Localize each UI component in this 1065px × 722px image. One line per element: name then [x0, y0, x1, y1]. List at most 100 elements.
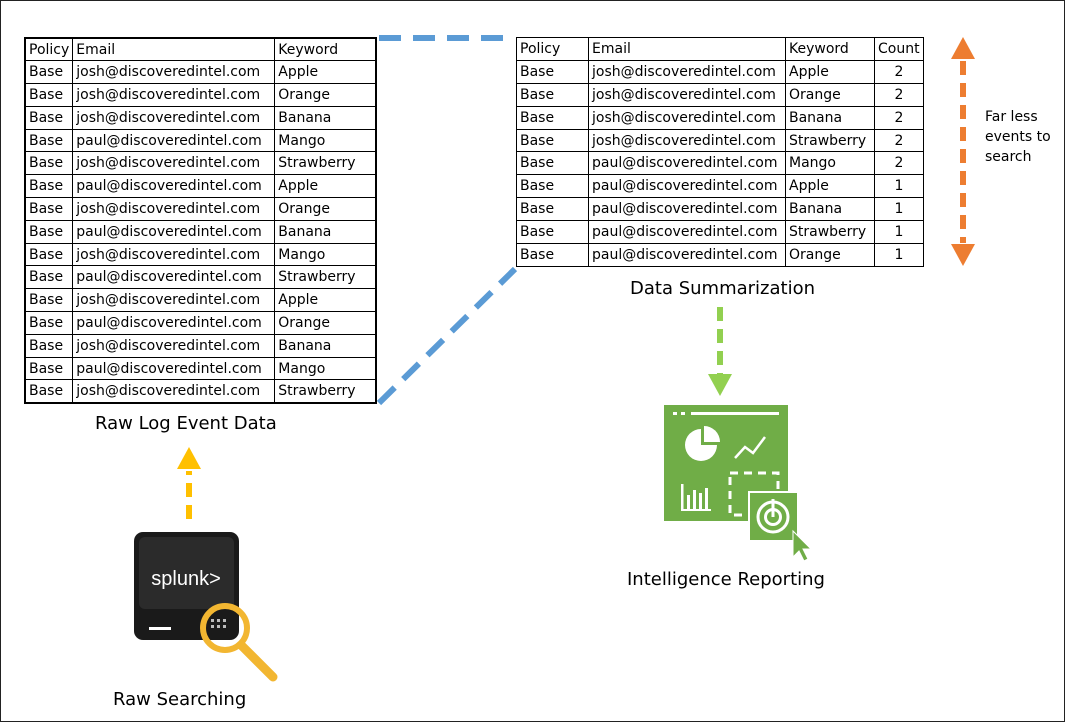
table-cell: Base: [516, 197, 589, 222]
table-cell: paul@discoveredintel.com: [72, 265, 276, 290]
table-cell: Base: [516, 105, 589, 130]
table-cell: Base: [516, 220, 589, 245]
table-cell: Apple: [785, 59, 875, 84]
table-cell: josh@discoveredintel.com: [72, 60, 276, 85]
table-cell: josh@discoveredintel.com: [72, 242, 276, 267]
table-cell: paul@discoveredintel.com: [588, 220, 786, 245]
table-cell: Banana: [274, 333, 377, 358]
table-cell: Banana: [274, 219, 377, 244]
table-cell: Base: [24, 265, 74, 290]
table-cell: josh@discoveredintel.com: [72, 83, 276, 107]
table-cell: 2: [874, 59, 924, 84]
table-cell: Strawberry: [785, 128, 875, 153]
table-cell: 1: [874, 174, 924, 199]
raw-table-header-row: Policy Email Keyword: [24, 37, 377, 62]
table-cell: paul@discoveredintel.com: [72, 219, 276, 244]
table-cell: josh@discoveredintel.com: [72, 379, 276, 404]
splunk-logo-text: splunk>: [151, 568, 221, 590]
table-cell: Base: [24, 242, 74, 267]
table-cell: josh@discoveredintel.com: [72, 288, 276, 313]
target-button-icon: [748, 491, 799, 542]
table-cell: Base: [516, 174, 589, 199]
table-cell: Base: [24, 60, 74, 85]
table-cell: 1: [874, 243, 924, 267]
table-cell: Banana: [274, 105, 377, 130]
table-cell: 1: [874, 197, 924, 222]
table-cell: paul@discoveredintel.com: [72, 128, 276, 153]
table-cell: Banana: [785, 105, 875, 130]
table-cell: Base: [516, 82, 589, 107]
summary-table-header-row: Policy Email Keyword Count: [516, 37, 924, 61]
table-cell: Apple: [274, 60, 377, 85]
table-cell: paul@discoveredintel.com: [72, 174, 276, 199]
cursor-icon: [792, 529, 813, 562]
table-cell: Apple: [274, 288, 377, 313]
table-cell: Mango: [274, 242, 377, 267]
table-cell: josh@discoveredintel.com: [72, 333, 276, 358]
table-cell: Banana: [785, 197, 875, 222]
table-cell: josh@discoveredintel.com: [72, 105, 276, 130]
summary-header-policy: Policy: [516, 37, 589, 61]
table-cell: Mango: [274, 128, 377, 153]
table-cell: Base: [24, 356, 74, 381]
table-cell: Base: [516, 151, 589, 176]
orange-arrow-head-bottom: [951, 244, 975, 266]
side-note-line: Far less: [985, 109, 1038, 125]
table-cell: Base: [24, 128, 74, 153]
table-cell: paul@discoveredintel.com: [72, 356, 276, 381]
table-cell: 1: [874, 220, 924, 245]
orange-arrow-head-top: [951, 37, 975, 59]
table-cell: Base: [516, 59, 589, 84]
summary-header-email: Email: [588, 37, 786, 61]
table-cell: paul@discoveredintel.com: [588, 197, 786, 222]
side-note: Far less events to search: [985, 107, 1051, 167]
table-cell: Apple: [274, 174, 377, 199]
table-cell: Orange: [785, 82, 875, 107]
table-cell: Mango: [274, 356, 377, 381]
table-cell: Strawberry: [785, 220, 875, 245]
table-cell: paul@discoveredintel.com: [72, 311, 276, 335]
connector-bottom: [376, 266, 518, 406]
table-cell: 2: [874, 128, 924, 153]
table-cell: paul@discoveredintel.com: [588, 151, 786, 176]
summary-header-count: Count: [874, 37, 924, 61]
table-cell: josh@discoveredintel.com: [588, 59, 786, 84]
table-cell: Base: [24, 197, 74, 221]
raw-header-email: Email: [72, 37, 276, 62]
side-note-line: events to: [985, 129, 1051, 145]
raw-table-caption: Raw Log Event Data: [95, 413, 277, 434]
raw-searching-caption: Raw Searching: [113, 689, 247, 710]
raw-search-arrow-head: [177, 447, 201, 469]
table-cell: Orange: [785, 243, 875, 267]
magnifier-icon: [200, 603, 278, 682]
table-cell: Base: [24, 333, 74, 358]
table-cell: josh@discoveredintel.com: [588, 82, 786, 107]
raw-header-policy: Policy: [24, 37, 74, 62]
summary-header-keyword: Keyword: [785, 37, 875, 61]
table-cell: josh@discoveredintel.com: [72, 197, 276, 221]
summary-table-caption: Data Summarization: [630, 278, 815, 299]
summary-arrow-head: [708, 374, 732, 396]
table-cell: Base: [24, 311, 74, 335]
splunk-server-icon: splunk>: [134, 532, 239, 640]
table-cell: Base: [516, 243, 589, 267]
table-cell: paul@discoveredintel.com: [588, 243, 786, 267]
table-cell: Orange: [274, 311, 377, 335]
table-cell: Apple: [785, 174, 875, 199]
